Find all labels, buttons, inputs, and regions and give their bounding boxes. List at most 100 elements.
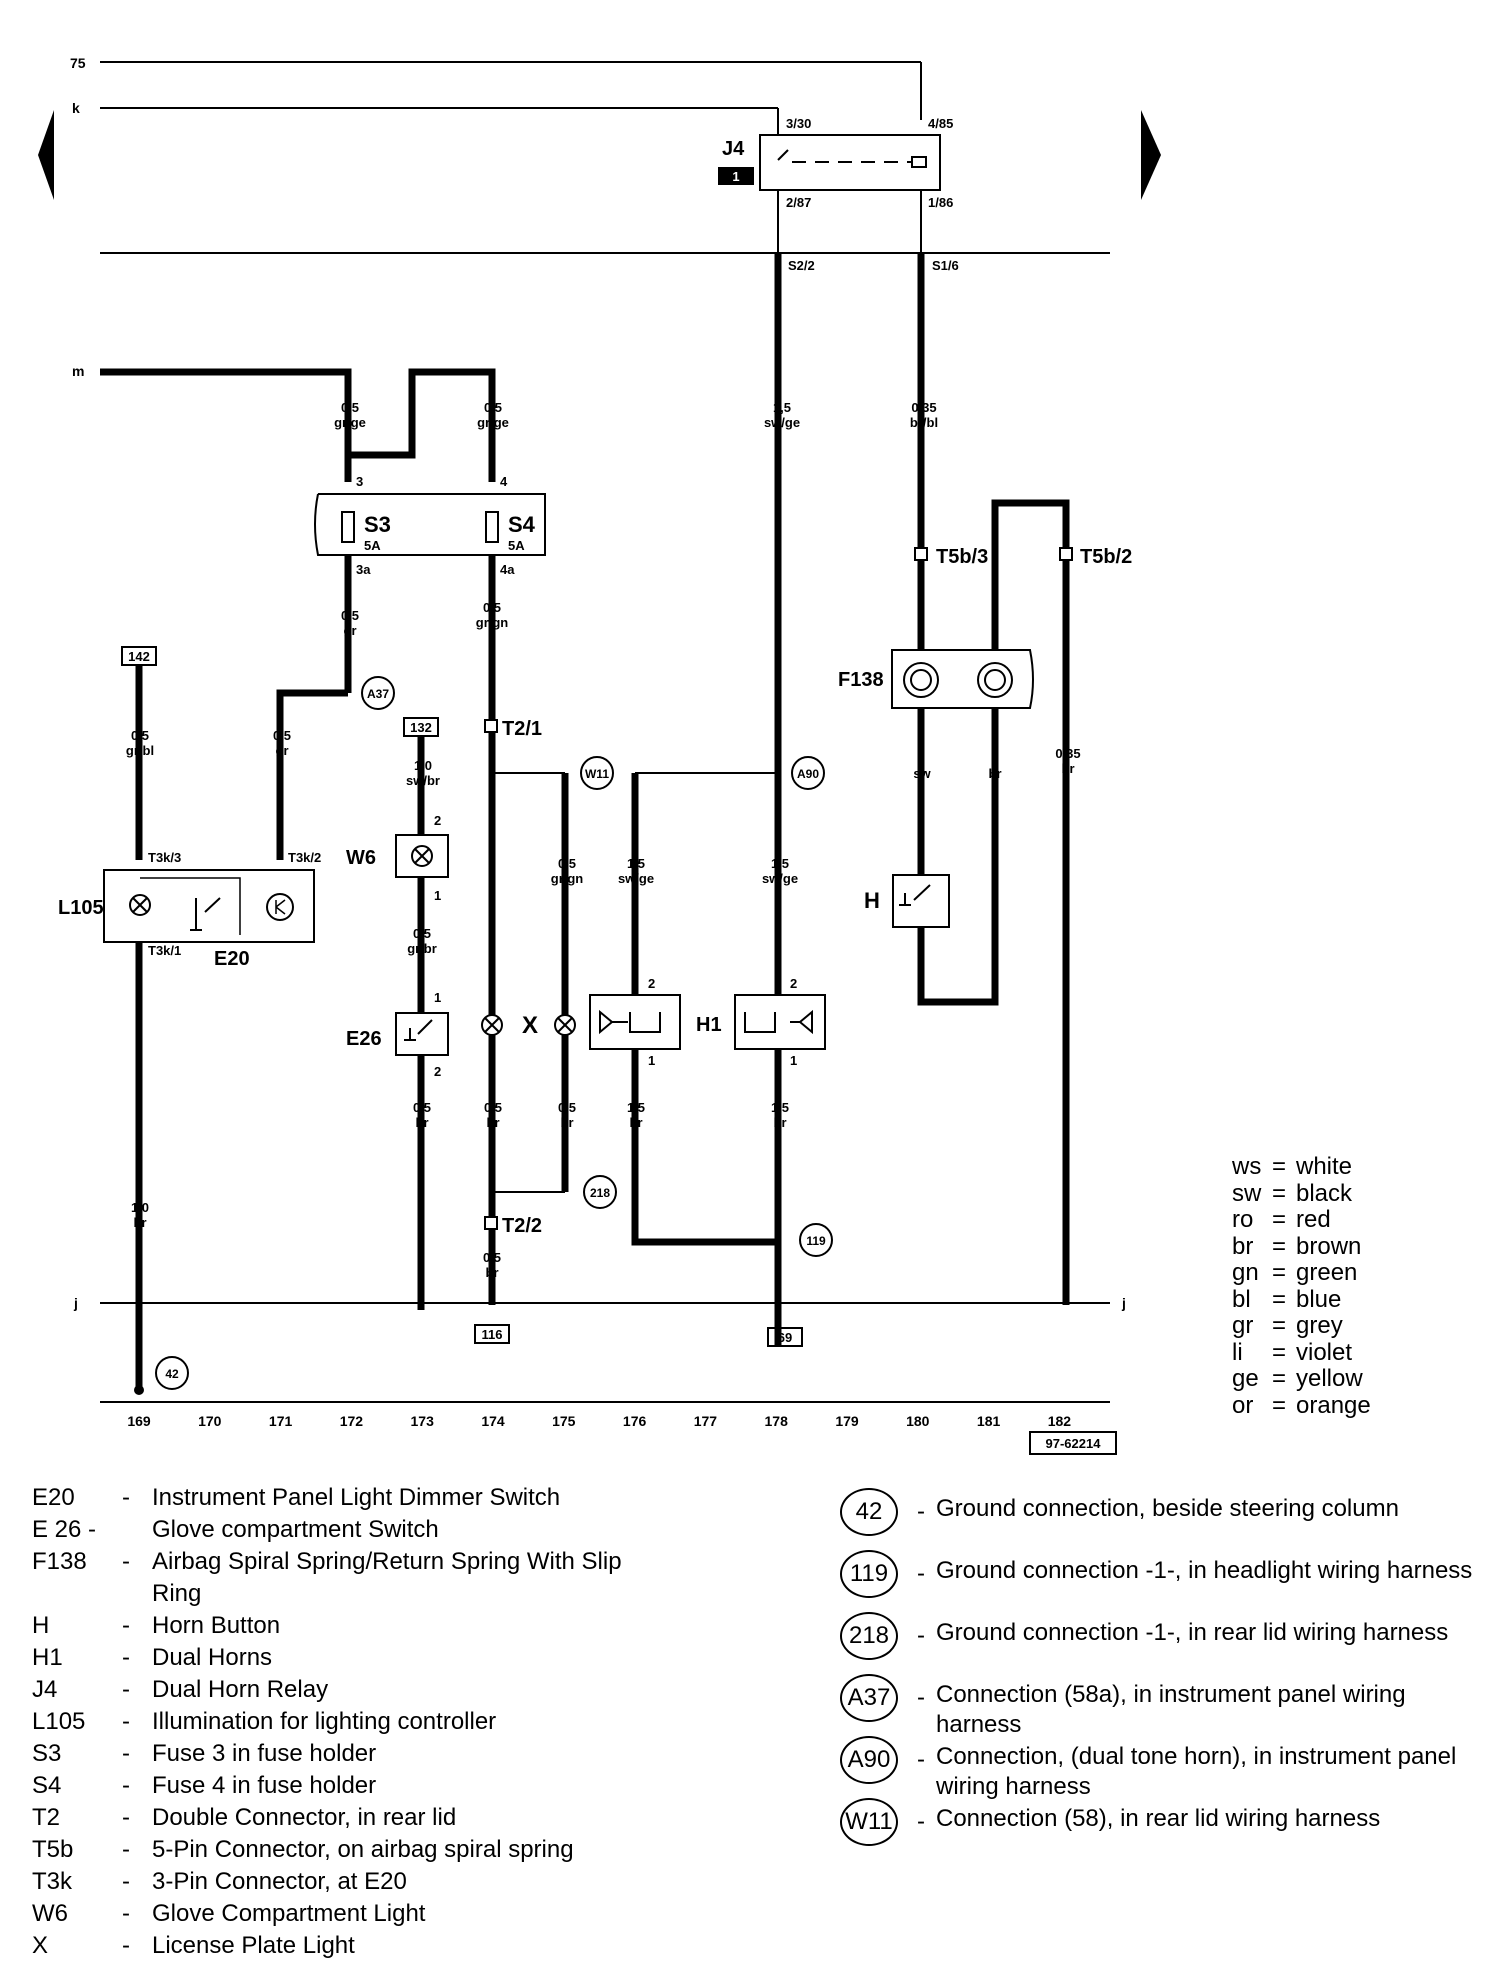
node-119 bbox=[799, 1223, 833, 1257]
connector-t2-1: T2/1 bbox=[502, 718, 542, 740]
ground-item: A37-Connection (58a), in instrument pane… bbox=[840, 1674, 1500, 1740]
svg-text:sw/ge: sw/ge bbox=[618, 871, 654, 886]
legend-item: H-Horn Button bbox=[32, 1612, 281, 1639]
wire-track-182 bbox=[991, 499, 1070, 1305]
component-f138: F138 bbox=[838, 669, 884, 691]
svg-text:3a: 3a bbox=[356, 562, 371, 577]
svg-text:gr/bl: gr/bl bbox=[126, 743, 154, 758]
svg-text:0,5: 0,5 bbox=[341, 608, 359, 623]
wiring-diagram: 75 k J4 1 3/30 4/85 2/87 1/86 S2/2 S1/6 … bbox=[38, 55, 1161, 1455]
svg-text:sw/ge: sw/ge bbox=[764, 415, 800, 430]
component-x: X bbox=[522, 1012, 538, 1039]
svg-text:0,35: 0,35 bbox=[1055, 746, 1080, 761]
svg-text:0,5: 0,5 bbox=[484, 400, 502, 415]
svg-text:sw/br: sw/br bbox=[406, 773, 440, 788]
svg-text:0,5: 0,5 bbox=[484, 1100, 502, 1115]
svg-text:0,5: 0,5 bbox=[483, 600, 501, 615]
terminal-m-label: m bbox=[72, 363, 84, 379]
wire-horn-return bbox=[917, 708, 999, 1006]
legend-item: F138-Airbag Spiral Spring/Return Spring … bbox=[32, 1548, 622, 1607]
svg-text:2: 2 bbox=[790, 976, 797, 991]
track-number: 172 bbox=[340, 1413, 364, 1429]
svg-text:br: br bbox=[630, 1115, 643, 1130]
svg-text:1,0: 1,0 bbox=[414, 758, 432, 773]
glove-light-icon bbox=[411, 845, 433, 867]
svg-text:1,5: 1,5 bbox=[627, 1100, 645, 1115]
component-h1: H1 bbox=[696, 1014, 722, 1036]
svg-text:2: 2 bbox=[648, 976, 655, 991]
svg-text:4a: 4a bbox=[500, 562, 515, 577]
ground-item: 218-Ground connection -1-, in rear lid w… bbox=[840, 1612, 1500, 1660]
wire-track-176 bbox=[631, 773, 778, 1246]
track-number: 175 bbox=[552, 1413, 576, 1429]
svg-text:gr: gr bbox=[344, 623, 357, 638]
svg-text:5A: 5A bbox=[508, 538, 525, 553]
svg-text:3: 3 bbox=[356, 474, 363, 489]
track-number: 179 bbox=[835, 1413, 859, 1429]
track-number: 170 bbox=[198, 1413, 222, 1429]
svg-text:0,5: 0,5 bbox=[413, 1100, 431, 1115]
svg-text:218: 218 bbox=[590, 1186, 610, 1200]
svg-text:A90: A90 bbox=[797, 767, 819, 781]
legend-item: E 26 -Glove compartment Switch bbox=[32, 1516, 439, 1543]
legend-item: S3-Fuse 3 in fuse holder bbox=[32, 1740, 377, 1767]
svg-text:T3k/2: T3k/2 bbox=[288, 850, 321, 865]
legend-item: L105-Illumination for lighting controlle… bbox=[32, 1708, 497, 1735]
relay-j4-label: J4 bbox=[722, 138, 745, 160]
component-e26: E26 bbox=[346, 1028, 382, 1050]
svg-text:gr/ge: gr/ge bbox=[334, 415, 366, 430]
svg-text:br: br bbox=[561, 1115, 574, 1130]
connector-s2-2: S2/2 bbox=[788, 258, 815, 273]
horn-button-icon bbox=[899, 884, 931, 906]
wire-m-s3 bbox=[100, 368, 352, 482]
svg-text:T3k/3: T3k/3 bbox=[148, 850, 181, 865]
svg-text:0,5: 0,5 bbox=[131, 728, 149, 743]
svg-text:132: 132 bbox=[410, 720, 432, 735]
ground-item: 42-Ground connection, beside steering co… bbox=[840, 1488, 1500, 1536]
ref-116 bbox=[474, 1324, 510, 1344]
svg-text:2: 2 bbox=[434, 813, 441, 828]
track-number: 176 bbox=[623, 1413, 647, 1429]
ground-item: A90-Connection, (dual tone horn), in ins… bbox=[840, 1736, 1500, 1802]
connector-s1-6: S1/6 bbox=[932, 258, 959, 273]
svg-text:W11: W11 bbox=[585, 767, 609, 781]
track-number: 180 bbox=[906, 1413, 930, 1429]
spiral-spring-icon bbox=[977, 662, 1013, 698]
svg-text:0,5: 0,5 bbox=[558, 856, 576, 871]
track-number: 174 bbox=[481, 1413, 505, 1429]
track-number: 181 bbox=[977, 1413, 1001, 1429]
relay-pin-30: 3/30 bbox=[786, 116, 811, 131]
fuse-s4-label: S4 bbox=[508, 512, 536, 537]
connector-t5b-2: T5b/2 bbox=[1080, 546, 1132, 568]
prev-page-arrow-icon[interactable] bbox=[38, 110, 54, 200]
component-l105: L105 bbox=[58, 897, 104, 919]
svg-text:5A: 5A bbox=[364, 538, 381, 553]
component-w6: W6 bbox=[346, 847, 376, 869]
svg-text:sw: sw bbox=[913, 766, 931, 781]
potentiometer-icon bbox=[266, 893, 294, 921]
next-page-arrow-icon[interactable] bbox=[1141, 110, 1161, 200]
svg-text:119: 119 bbox=[806, 1234, 826, 1248]
relay-badge bbox=[718, 167, 754, 185]
svg-text:gr/gn: gr/gn bbox=[476, 615, 509, 630]
svg-text:1,0: 1,0 bbox=[131, 1200, 149, 1215]
svg-text:j: j bbox=[1121, 1295, 1126, 1311]
fuse-holder bbox=[314, 493, 546, 556]
svg-text:1: 1 bbox=[790, 1053, 797, 1068]
l105-e20-box bbox=[103, 869, 315, 943]
svg-text:1: 1 bbox=[732, 169, 739, 184]
horn-right-box bbox=[734, 994, 826, 1050]
connector-t5b-3: T5b/3 bbox=[936, 546, 988, 568]
svg-text:42: 42 bbox=[165, 1367, 179, 1381]
relay-pin-87: 2/87 bbox=[786, 195, 811, 210]
svg-text:1: 1 bbox=[648, 1053, 655, 1068]
horn-left-box bbox=[589, 994, 681, 1050]
legend-item: T2-Double Connector, in rear lid bbox=[32, 1804, 457, 1831]
ground-item: 119-Ground connection -1-, in headlight … bbox=[840, 1550, 1500, 1598]
legend-item: T5b-5-Pin Connector, on airbag spiral sp… bbox=[32, 1836, 574, 1863]
relay-pin-85: 4/85 bbox=[928, 116, 953, 131]
svg-text:116: 116 bbox=[482, 1327, 503, 1342]
horn-right-icon bbox=[744, 1009, 813, 1035]
track-number: 182 bbox=[1048, 1413, 1072, 1429]
